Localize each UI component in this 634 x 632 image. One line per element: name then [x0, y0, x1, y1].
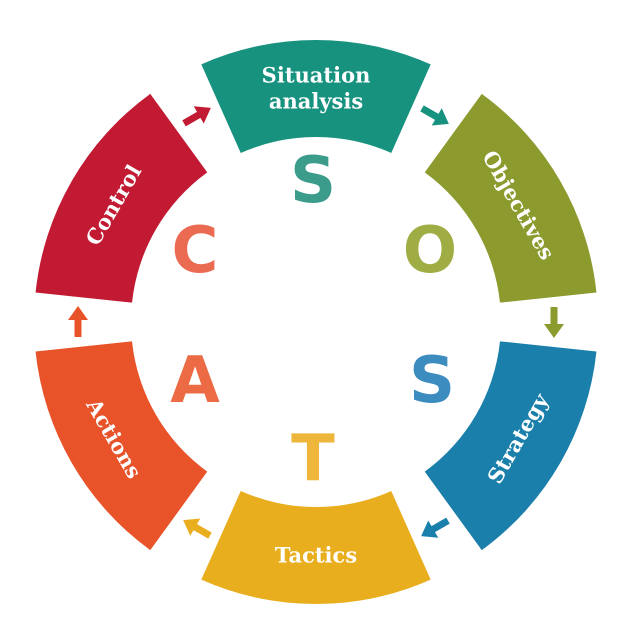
letter-objectives: O [403, 214, 457, 288]
segment-label: Tactics [275, 543, 357, 568]
arrow-icon [421, 517, 450, 538]
segment-label-line: Tactics [275, 543, 357, 568]
arrow-icon [420, 105, 449, 126]
segment-strategy: Strategy [424, 341, 597, 551]
letter-actions: A [170, 344, 220, 418]
arrow-icon [544, 307, 564, 338]
segment-objectives: Objectives [424, 93, 597, 303]
segment-shape [35, 341, 208, 551]
letter-tactics: T [291, 422, 335, 496]
segment-label-line: Situation [262, 63, 371, 88]
segment-shape [201, 491, 431, 604]
letter-control: C [172, 214, 219, 288]
segment-shape [424, 341, 597, 551]
segment-actions: Actions [35, 341, 208, 551]
letter-situation: S [290, 144, 336, 218]
segment-shape [424, 93, 597, 303]
segment-tactics: Tactics [201, 491, 431, 604]
arrow-icon [68, 306, 88, 337]
segment-label-line: analysis [269, 89, 363, 114]
letter-strategy: S [409, 344, 455, 418]
arrow-icon [182, 106, 211, 127]
segment-shape [35, 93, 208, 303]
segment-shape [201, 40, 431, 153]
segment-control: Control [35, 93, 208, 303]
arrow-icon [183, 518, 212, 539]
